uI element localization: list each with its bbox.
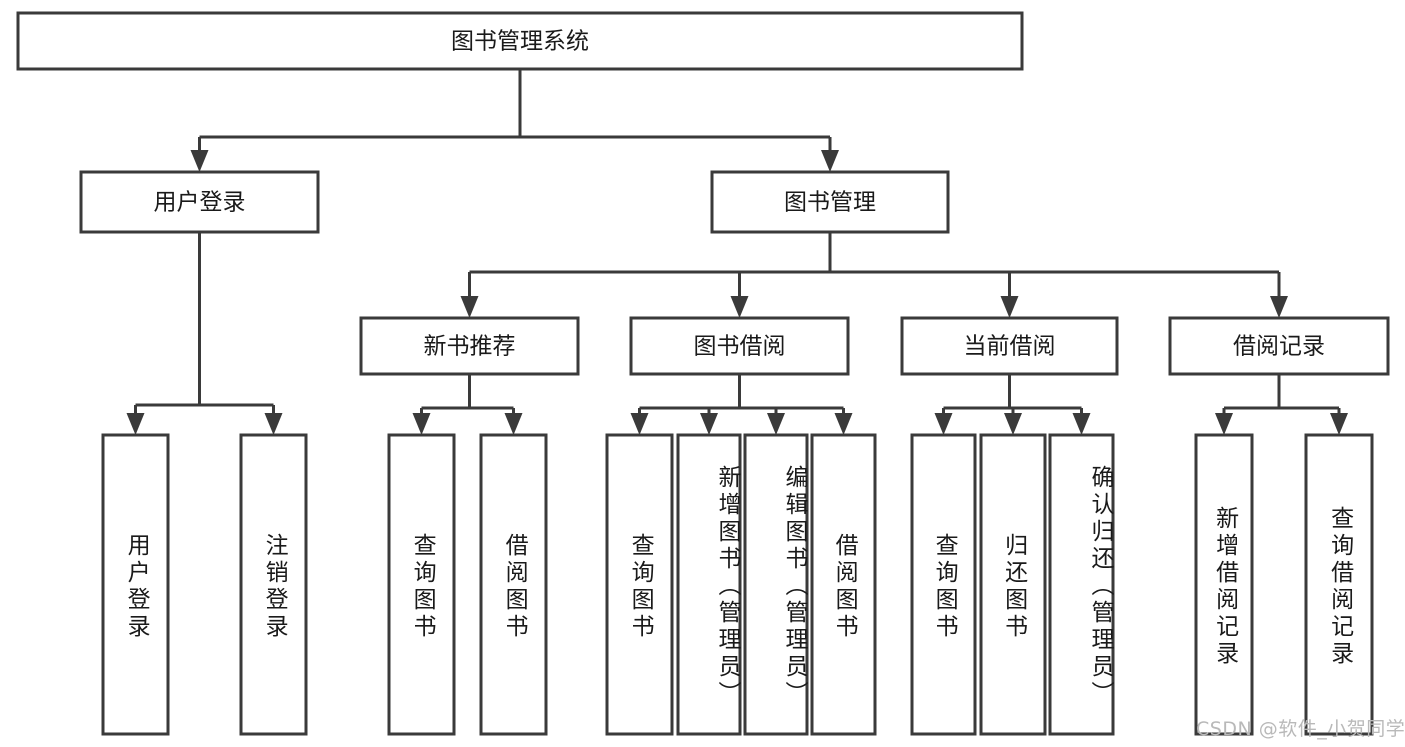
- arrow-head-icon: [934, 413, 953, 435]
- node-box-leaf-borrow-book-new[interactable]: [479, 433, 548, 736]
- node-boxes: [16, 11, 1390, 736]
- arrow-head-icon: [1072, 413, 1091, 435]
- arrow-head-icon: [1270, 296, 1288, 318]
- node-box-leaf-confirm-return-admin[interactable]: [1048, 433, 1115, 736]
- connector-lines: [126, 69, 1348, 435]
- node-box-leaf-return-book[interactable]: [979, 433, 1047, 736]
- arrow-head-icon: [264, 413, 283, 435]
- node-box-leaf-query-borrow-record[interactable]: [1304, 433, 1374, 736]
- arrow-head-icon: [412, 413, 431, 435]
- node-box-leaf-query-book-borrow[interactable]: [605, 433, 674, 736]
- node-box-leaf-query-book-new[interactable]: [387, 433, 456, 736]
- node-box-leaf-add-borrow-record[interactable]: [1194, 433, 1254, 736]
- node-box-leaf-add-book-admin[interactable]: [676, 433, 742, 736]
- node-label-book-management: 图书管理: [784, 190, 876, 216]
- node-box-leaf-logout[interactable]: [239, 433, 308, 736]
- arrow-head-icon: [1000, 296, 1019, 318]
- node-box-leaf-edit-book-admin[interactable]: [743, 433, 809, 736]
- node-box-leaf-user-login[interactable]: [101, 433, 170, 736]
- arrow-head-icon: [821, 150, 839, 172]
- csdn-watermark: CSDN @软件_小贺同学: [1196, 718, 1405, 740]
- node-box-book-management[interactable]: [710, 170, 950, 234]
- node-label-new-book-recommend: 新书推荐: [424, 334, 516, 360]
- node-label-current-borrow: 当前借阅: [964, 334, 1056, 360]
- arrow-head-icon: [730, 296, 749, 318]
- node-box-leaf-borrow-book[interactable]: [810, 433, 877, 736]
- arrow-head-icon: [834, 413, 853, 435]
- node-label-borrow-record: 借阅记录: [1233, 334, 1325, 360]
- arrow-head-icon: [504, 413, 523, 435]
- node-label-user-login: 用户登录: [154, 190, 246, 216]
- node-box-root[interactable]: [16, 11, 1024, 71]
- node-box-borrow-record[interactable]: [1168, 316, 1390, 376]
- arrow-head-icon: [190, 150, 209, 172]
- node-label-root: 图书管理系统: [451, 29, 589, 55]
- arrow-head-icon: [460, 296, 479, 318]
- arrow-head-icon: [1330, 413, 1348, 435]
- arrow-head-icon: [767, 413, 785, 435]
- node-label-book-borrow: 图书借阅: [694, 334, 786, 360]
- node-box-user-login[interactable]: [79, 170, 320, 234]
- node-box-new-book-recommend[interactable]: [359, 316, 580, 376]
- arrow-head-icon: [126, 413, 145, 435]
- node-box-current-borrow[interactable]: [900, 316, 1119, 376]
- node-box-book-borrow[interactable]: [629, 316, 850, 376]
- arrow-head-icon: [630, 413, 649, 435]
- arrow-head-icon: [1215, 413, 1233, 435]
- arrow-head-icon: [1004, 413, 1022, 435]
- node-box-leaf-query-book-current[interactable]: [910, 433, 977, 736]
- arrow-head-icon: [700, 413, 718, 435]
